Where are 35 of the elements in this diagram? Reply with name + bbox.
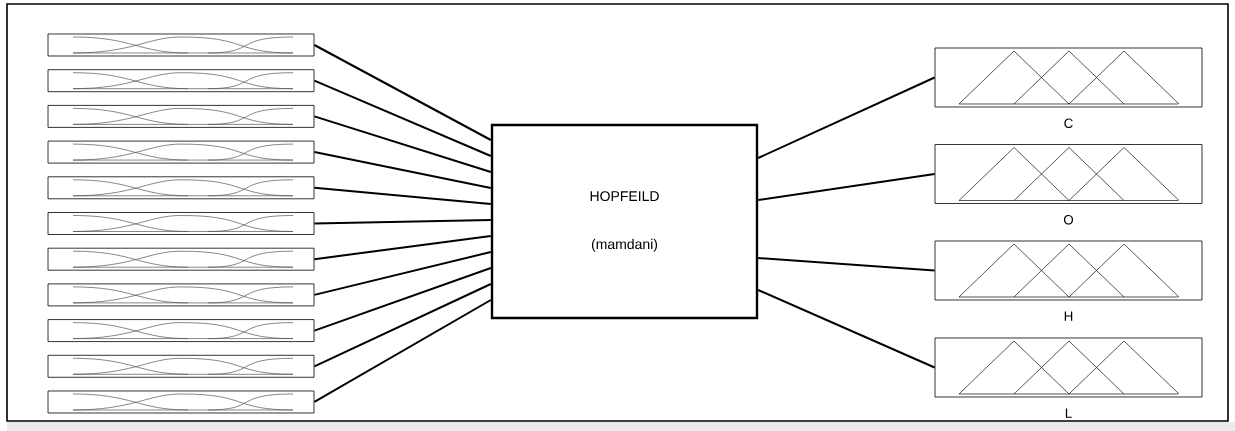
connector-line [313, 235, 492, 261]
connector-line [313, 44, 492, 141]
membership-box [934, 337, 1203, 398]
connector-line [313, 151, 492, 189]
connector-line [313, 299, 492, 403]
connector-line [757, 173, 936, 201]
connector-line [313, 115, 492, 173]
connector-line [757, 76, 936, 159]
membership-box [47, 69, 315, 93]
connector-line [313, 283, 492, 368]
membership-box [47, 212, 315, 235]
process-box: HOPFEILD (mamdani) [490, 123, 759, 320]
box-label: L [1065, 408, 1072, 418]
connector-line [313, 251, 492, 296]
membership-box [934, 240, 1203, 301]
membership-box [47, 390, 315, 414]
membership-box [934, 47, 1203, 108]
connector-line [757, 257, 936, 272]
membership-box [47, 283, 315, 307]
connector-line [313, 219, 492, 225]
connector-line [313, 267, 492, 332]
membership-box [47, 33, 315, 57]
membership-box [47, 140, 315, 164]
connector-line [313, 186, 492, 205]
membership-box [47, 247, 315, 271]
membership-box [934, 144, 1203, 204]
membership-box [47, 354, 315, 378]
box-label: C [1064, 118, 1073, 129]
membership-box [47, 105, 315, 128]
membership-box [47, 176, 315, 200]
box-label: O [1063, 215, 1074, 225]
box-label: H [1064, 311, 1073, 321]
connector-line [313, 79, 492, 157]
connector-line [757, 289, 936, 369]
membership-box [47, 319, 315, 342]
